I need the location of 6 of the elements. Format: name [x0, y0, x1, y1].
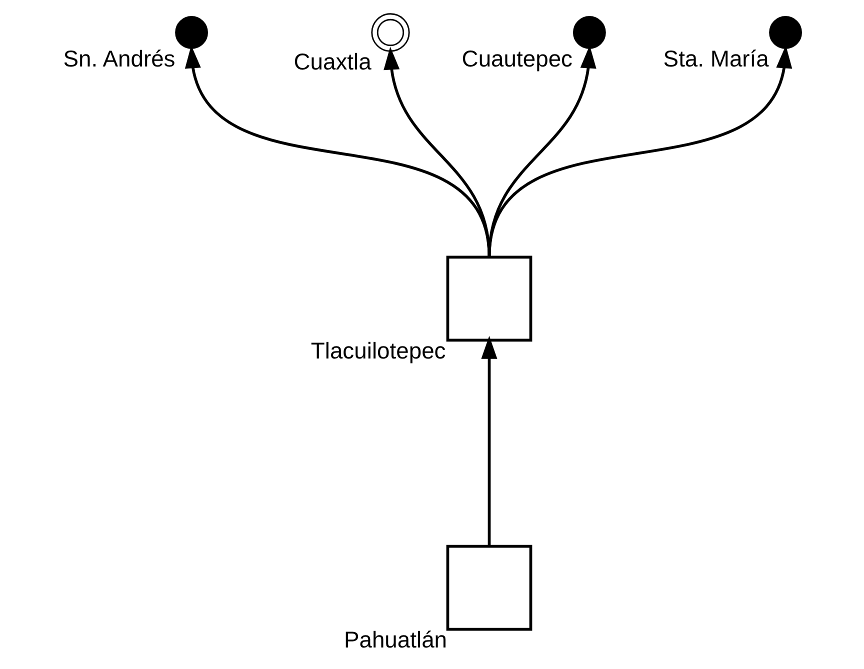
node-label: Cuautepec [462, 46, 573, 72]
node-label: Sta. María [663, 46, 769, 72]
node-label: Tlacuilotepec [310, 338, 446, 364]
node-label: Sn. Andrés [63, 46, 176, 72]
node-label: Pahuatlán [344, 626, 448, 653]
node-label: Cuaxtla [294, 48, 372, 74]
